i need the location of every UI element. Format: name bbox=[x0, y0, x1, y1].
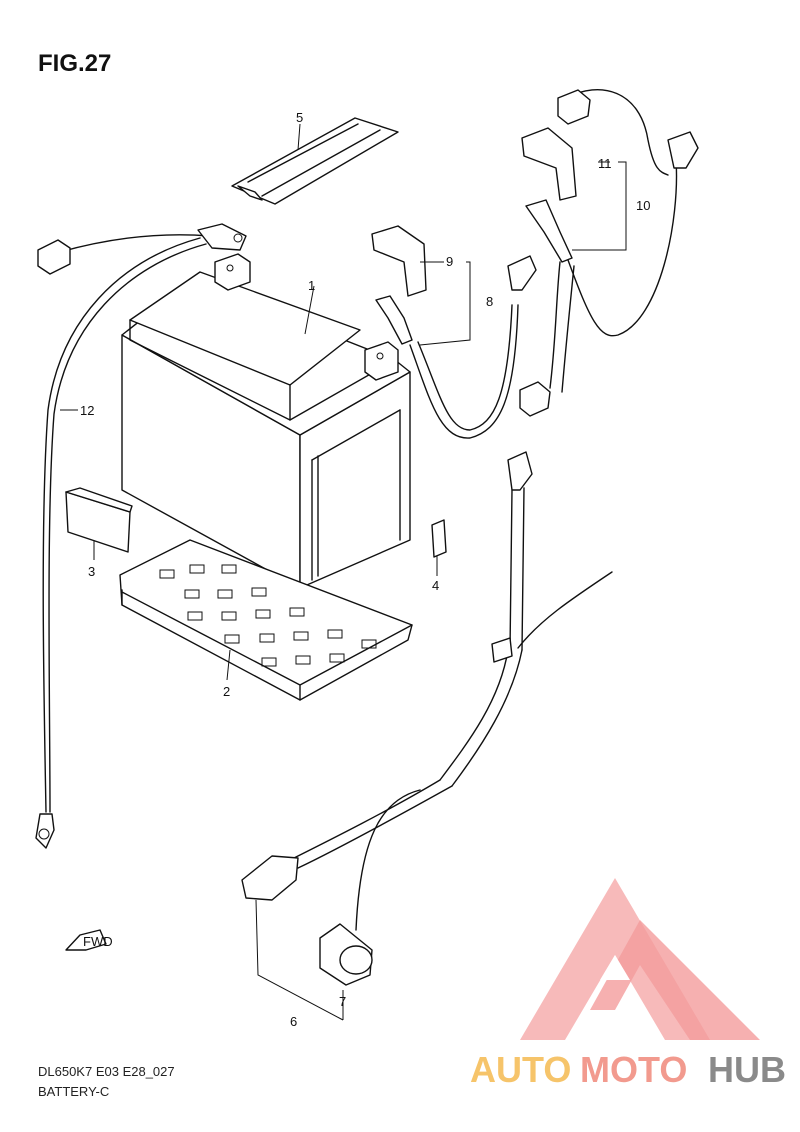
watermark-text-moto: MOTO bbox=[580, 1049, 687, 1090]
model-code: DL650K7 E03 E28_027 bbox=[38, 1064, 175, 1079]
watermark-text-hub: HUB bbox=[708, 1049, 786, 1090]
callout-7: 7 bbox=[339, 994, 346, 1009]
callout-10: 10 bbox=[636, 198, 650, 213]
callout-3: 3 bbox=[88, 564, 95, 579]
figure-title: FIG.27 bbox=[38, 50, 112, 77]
battery-pad bbox=[65, 487, 133, 553]
spacer bbox=[431, 519, 447, 558]
starter-cable bbox=[519, 89, 699, 417]
leader-lines bbox=[60, 123, 627, 1021]
callout-4: 4 bbox=[432, 578, 439, 593]
terminal-cap bbox=[371, 225, 427, 297]
callout-2: 2 bbox=[223, 684, 230, 699]
battery-strap bbox=[231, 117, 399, 205]
fwd-arrow-icon: FWD bbox=[65, 929, 113, 951]
callout-6: 6 bbox=[290, 1014, 297, 1029]
callout-5: 5 bbox=[296, 110, 303, 125]
battery-cable bbox=[375, 255, 537, 439]
callout-12: 12 bbox=[80, 403, 94, 418]
terminal-cap-2 bbox=[521, 127, 577, 201]
callout-9: 9 bbox=[446, 254, 453, 269]
ground-cable bbox=[241, 451, 613, 986]
figure-subtitle: BATTERY-C bbox=[38, 1084, 110, 1099]
callout-8: 8 bbox=[486, 294, 493, 309]
watermark-logo-icon bbox=[520, 878, 760, 1040]
fwd-label: FWD bbox=[83, 934, 113, 949]
callout-1: 1 bbox=[308, 278, 315, 293]
watermark-text-auto: AUTO bbox=[470, 1049, 571, 1090]
battery bbox=[121, 253, 411, 589]
lead-wire bbox=[35, 223, 247, 849]
battery-tray bbox=[119, 539, 413, 701]
callout-11: 11 bbox=[598, 156, 612, 171]
